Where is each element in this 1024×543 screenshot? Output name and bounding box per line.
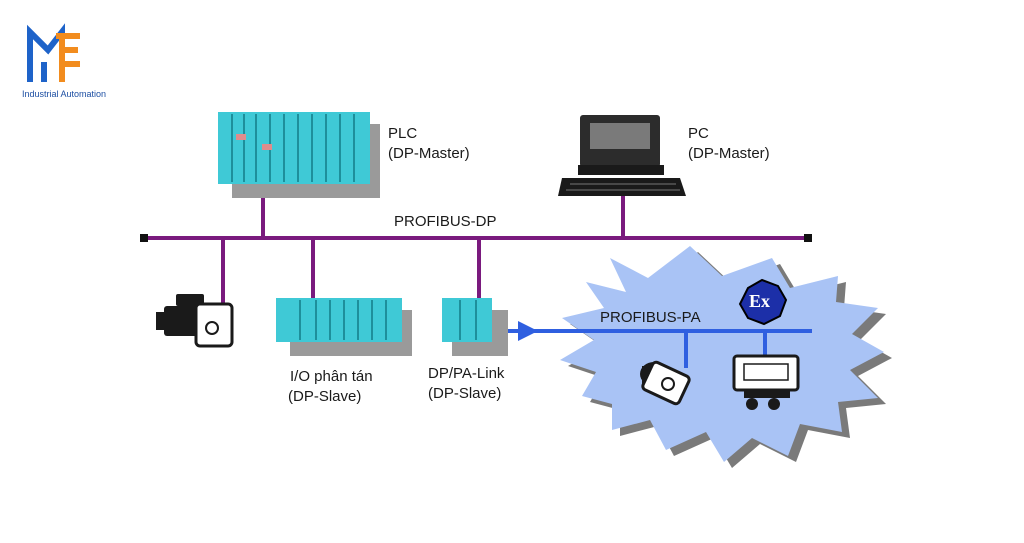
plc-role-label: (DP-Master)	[388, 145, 470, 162]
bus-terminator-left	[140, 234, 148, 242]
pa-valve-icon	[640, 360, 691, 406]
pc-role-label: (DP-Master)	[688, 145, 770, 162]
brand-logo	[27, 23, 80, 82]
link-label: DP/PA-Link	[428, 365, 505, 382]
hazard-zone-fill	[560, 246, 884, 462]
pa-transmitter-icon	[732, 354, 800, 410]
profibus-dp-bus	[140, 186, 812, 306]
io-role-label: (DP-Slave)	[288, 388, 362, 405]
bus-terminator-right	[804, 234, 812, 242]
link-role-label: (DP-Slave)	[428, 385, 502, 402]
ex-hazard-badge	[738, 278, 788, 326]
io-label: I/O phân tán	[290, 368, 373, 385]
computer-icon	[558, 115, 686, 196]
brand-tagline: Industrial Automation	[22, 89, 107, 99]
plc-rack-icon	[218, 112, 380, 198]
pa-arrow-head	[518, 321, 538, 341]
ex-label: Ex	[749, 291, 771, 311]
profibus-pa-label: PROFIBUS-PA	[600, 309, 701, 326]
dp-pa-link-icon	[442, 298, 508, 356]
io-module-icon	[276, 298, 412, 356]
profibus-dp-label: PROFIBUS-DP	[394, 213, 497, 230]
pc-label: PC	[688, 125, 709, 142]
motor-drive-icon	[156, 294, 234, 348]
hazard-zone	[560, 246, 892, 468]
plc-label: PLC	[388, 125, 418, 142]
